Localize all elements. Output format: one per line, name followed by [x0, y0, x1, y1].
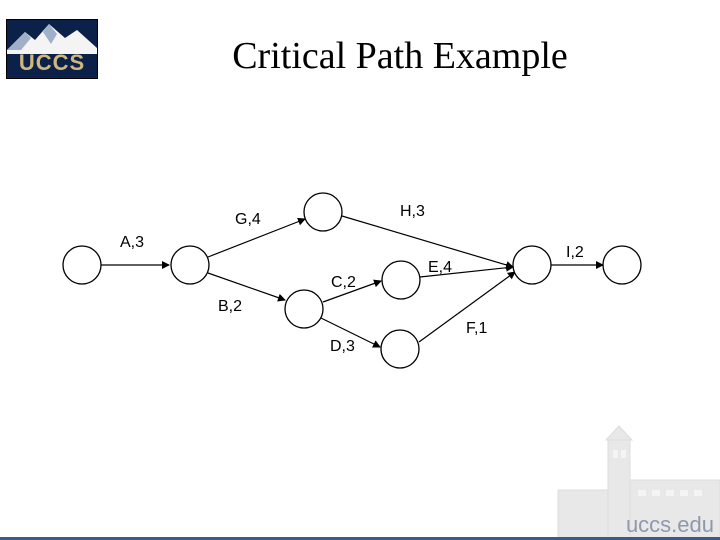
- label-g: G,4: [235, 211, 261, 228]
- label-h: H,3: [400, 203, 425, 220]
- label-f: F,1: [466, 320, 487, 337]
- label-i: I,2: [566, 244, 584, 261]
- footer-url: uccs.edu: [626, 512, 714, 538]
- event-node-1: [63, 246, 101, 284]
- label-c: C,2: [331, 274, 356, 291]
- event-node-3: [304, 193, 342, 231]
- event-node-4: [285, 290, 323, 328]
- event-node-2: [171, 246, 209, 284]
- event-node-8: [603, 246, 641, 284]
- event-node-5: [382, 261, 420, 299]
- event-node-6: [381, 330, 419, 368]
- event-node-7: [513, 246, 551, 284]
- arrow-b: [208, 273, 285, 300]
- label-a: A,3: [120, 234, 144, 251]
- label-d: D,3: [330, 338, 355, 355]
- label-b: B,2: [218, 298, 242, 315]
- label-e: E,4: [428, 259, 452, 276]
